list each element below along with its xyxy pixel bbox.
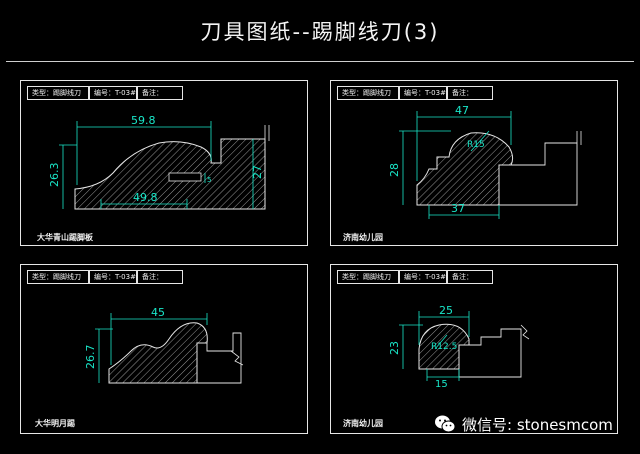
type-cell: 类型：踢脚线刀 bbox=[27, 270, 89, 284]
dim-label-bottom: 49.8 bbox=[133, 191, 158, 204]
panel-caption: 大华青山踢脚板 bbox=[37, 233, 93, 242]
molding-profile bbox=[418, 323, 470, 370]
drawing-panel-4: 类型：踢脚线刀 编号：T-03# 备注： 25 15 23 R12.5 济南幼儿… bbox=[330, 264, 618, 434]
dim-label-small: 5 bbox=[207, 176, 211, 184]
title-block: 类型：踢脚线刀 编号：T-03# 备注： bbox=[337, 270, 493, 284]
title-block: 类型：踢脚线刀 编号：T-03# 备注： bbox=[337, 86, 493, 100]
code-cell: 编号：T-03# bbox=[399, 270, 447, 284]
panel-caption: 济南幼儿园 bbox=[343, 233, 383, 242]
dim-label-top: 59.8 bbox=[131, 114, 156, 127]
code-cell: 编号：T-03# bbox=[399, 86, 447, 100]
note-cell: 备注： bbox=[447, 86, 493, 100]
title-block: 类型：踢脚线刀 编号：T-03# 备注： bbox=[27, 86, 183, 100]
title-block: 类型：踢脚线刀 编号：T-03# 备注： bbox=[27, 270, 183, 284]
note-cell: 备注： bbox=[137, 270, 183, 284]
type-cell: 类型：踢脚线刀 bbox=[27, 86, 89, 100]
wechat-icon bbox=[434, 414, 456, 434]
panel-caption: 济南幼儿园 bbox=[343, 419, 383, 428]
note-cell: 备注： bbox=[447, 270, 493, 284]
dim-label-radius: R15 bbox=[467, 140, 485, 150]
dim-label-top: 25 bbox=[439, 304, 453, 317]
dim-label-bottom: 37 bbox=[451, 202, 465, 215]
code-cell: 编号：T-03# bbox=[89, 270, 137, 284]
dim-label-top: 47 bbox=[455, 104, 469, 117]
watermark: 微信号: stonesmcom bbox=[434, 412, 613, 436]
drawing-panel-2: 类型：踢脚线刀 编号：T-03# 备注： 47 37 28 R15 济南幼儿园 bbox=[330, 80, 618, 246]
code-cell: 编号：T-03# bbox=[89, 86, 137, 100]
profile-drawing-1: 59.8 49.8 26.3 27 5 bbox=[48, 114, 270, 210]
type-cell: 类型：踢脚线刀 bbox=[337, 86, 399, 100]
page-title: 刀具图纸--踢脚线刀(3) bbox=[200, 20, 440, 44]
slot-cutout bbox=[168, 172, 202, 182]
dim-label-height: 26.7 bbox=[84, 345, 97, 370]
profile-drawing-3: 45 26.7 bbox=[84, 306, 244, 384]
dim-label-height: 28 bbox=[388, 163, 401, 177]
profile-drawing-4: 25 15 23 R12.5 bbox=[388, 304, 530, 390]
dim-label-height: 26.3 bbox=[48, 163, 61, 188]
profile-drawing-2: 47 37 28 R15 bbox=[388, 104, 582, 219]
title-divider bbox=[6, 61, 634, 62]
type-cell: 类型：踢脚线刀 bbox=[337, 270, 399, 284]
dim-label-top: 45 bbox=[151, 306, 165, 319]
dim-label-radius: R12.5 bbox=[431, 342, 457, 352]
note-cell: 备注： bbox=[137, 86, 183, 100]
drawing-panel-1: 类型：踢脚线刀 编号：T-03# 备注： 59.8 49.8 26.3 bbox=[20, 80, 308, 246]
dim-label-height: 23 bbox=[388, 341, 401, 355]
dim-label-right: 27 bbox=[251, 165, 264, 179]
watermark-text: 微信号: stonesmcom bbox=[462, 415, 613, 434]
molding-profile bbox=[108, 322, 208, 384]
molding-profile bbox=[416, 132, 514, 206]
drawing-panel-3: 类型：踢脚线刀 编号：T-03# 备注： 45 26.7 大华明月踢 bbox=[20, 264, 308, 434]
panel-caption: 大华明月踢 bbox=[35, 419, 75, 428]
dim-label-bottom: 15 bbox=[435, 379, 448, 390]
